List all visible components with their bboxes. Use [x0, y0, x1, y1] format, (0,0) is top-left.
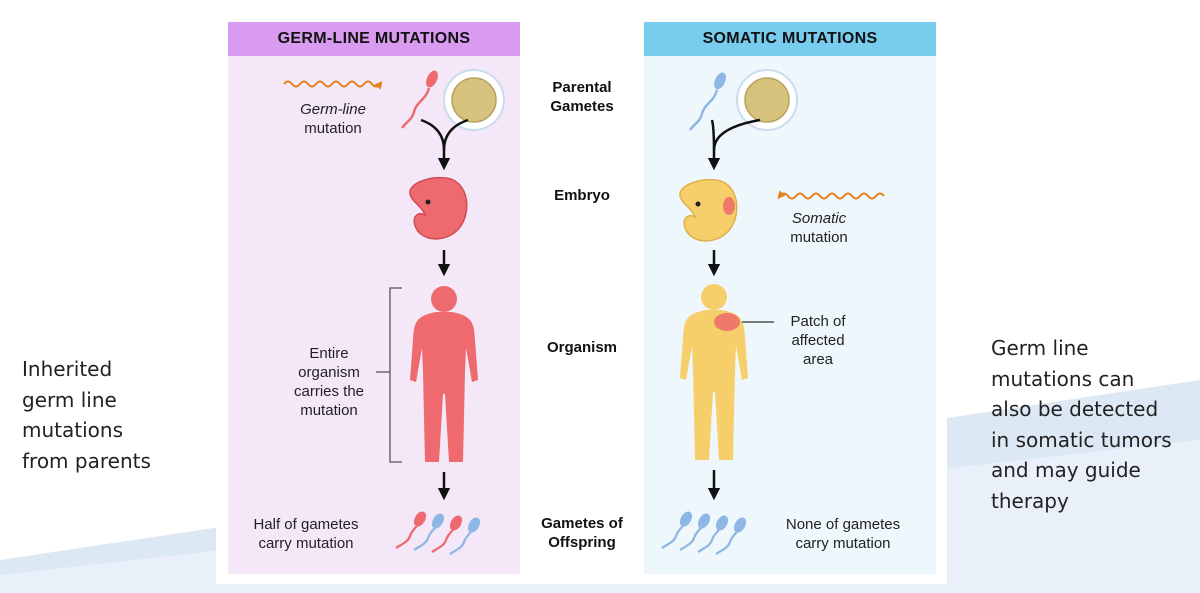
diagram-artwork [283, 69, 885, 556]
germline-gametes-note: Half of gametes carry mutation [253, 516, 359, 552]
germline-merge-arrow [420, 118, 469, 171]
somatic-mutation-label-line1: Somatic [791, 210, 847, 227]
germline-offspring-sperm-icons [394, 511, 481, 556]
stage-parental-gametes: Parental Gametes [550, 79, 614, 115]
stage-embryo: Embryo [554, 187, 610, 204]
somatic-embryo-icon [679, 178, 738, 242]
stage-gametes-of-offspring: Gametes of Offspring [541, 515, 623, 551]
germline-organism-bracket [376, 287, 402, 463]
somatic-offspring-sperm-icons [660, 511, 747, 556]
patch-affected-note: Patch of affected area [790, 313, 846, 368]
germline-mutation-label-line1: Germ-line [300, 101, 366, 118]
germline-mutation-label-line2: mutation [304, 120, 362, 137]
germline-embryo-icon [409, 176, 468, 240]
germline-sperm-icon [400, 70, 438, 129]
right-side-note: Germ line mutations can also be detected… [991, 336, 1172, 513]
somatic-egg-icon [736, 69, 798, 131]
somatic-sperm-icon [688, 72, 726, 131]
germline-header: GERM-LINE MUTATIONS [228, 22, 520, 56]
stage-organism: Organism [546, 339, 618, 356]
germline-egg-icon [443, 69, 505, 131]
somatic-merge-arrow [707, 118, 761, 171]
germline-wave-icon [283, 80, 383, 90]
germline-human-icon [410, 286, 478, 462]
somatic-human-icon [680, 284, 748, 460]
somatic-gametes-note: None of gametes carry mutation [785, 516, 901, 552]
somatic-mutation-label-line2: mutation [790, 229, 848, 246]
left-side-note: Inherited germ line mutations from paren… [22, 357, 151, 473]
somatic-wave-icon [777, 190, 885, 200]
organism-carries-note: Entire organism carries the mutation [293, 345, 365, 419]
somatic-header: SOMATIC MUTATIONS [644, 22, 936, 56]
mutation-diagram: GERM-LINE MUTATIONS SOMATIC MUTATIONS [216, 10, 947, 584]
